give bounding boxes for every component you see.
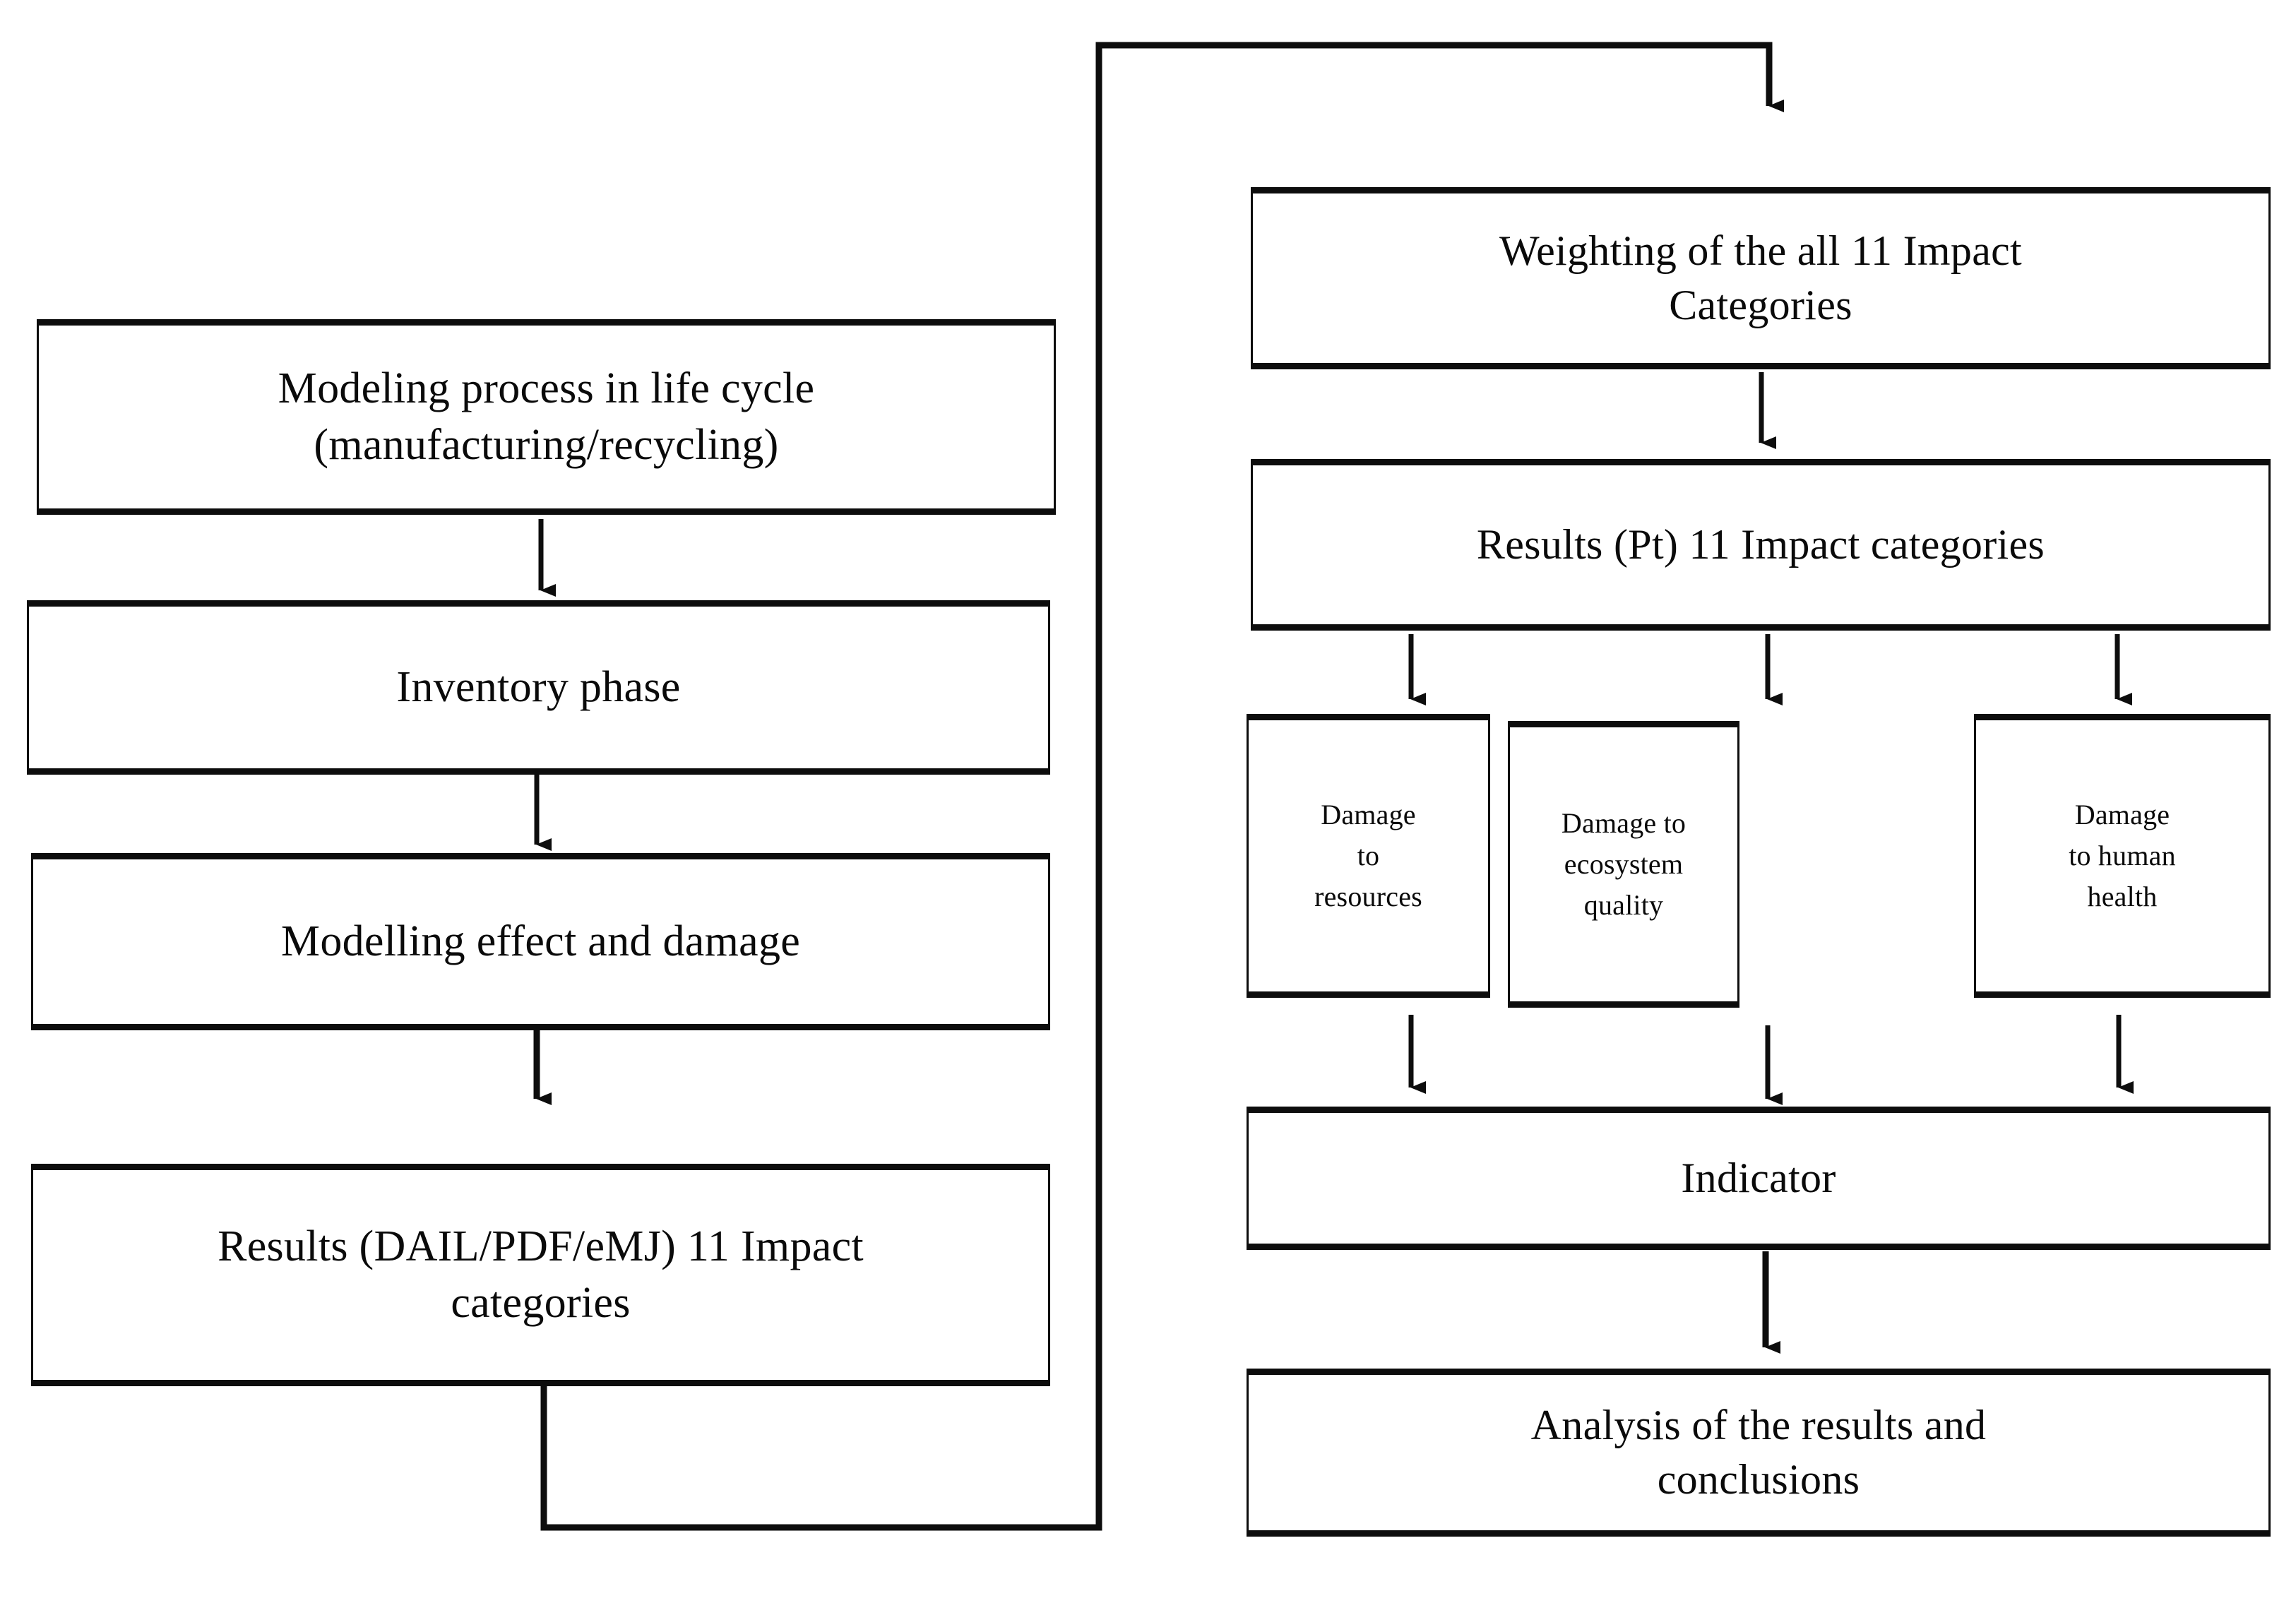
node-modelling-effect-label: Modelling effect and damage [280,917,801,965]
feedback-loop-results-to-weighting [540,42,1784,1531]
node-weighting[interactable]: Weighting of the all 11 Impact Categorie… [1251,187,2271,369]
node-damage-ecosystem-label: Damage to ecosystem quality [1561,807,1687,921]
node-damage-resources[interactable]: Damage to resources [1247,714,1490,998]
node-modeling-process[interactable]: Modeling process in life cycle (manufact… [37,319,1056,515]
node-results-dail-label: Results (DAIL/PDF/eMJ) 11 Impact categor… [218,1222,864,1327]
node-analysis[interactable]: Analysis of the results and conclusions [1247,1369,2271,1537]
node-inventory-phase[interactable]: Inventory phase [27,600,1050,775]
node-modeling-process-label: Modeling process in life cycle (manufact… [278,364,815,469]
node-analysis-label: Analysis of the results and conclusions [1530,1402,1987,1503]
node-damage-resources-label: Damage to resources [1314,799,1422,912]
node-inventory-phase-label: Inventory phase [396,662,681,711]
node-modelling-effect[interactable]: Modelling effect and damage [31,853,1050,1030]
node-indicator[interactable]: Indicator [1247,1107,2271,1250]
node-results-pt[interactable]: Results (Pt) 11 Impact categories [1251,459,2271,631]
node-damage-health-label: Damage to human health [2069,799,2176,912]
node-damage-health[interactable]: Damage to human health [1974,714,2271,998]
node-damage-ecosystem[interactable]: Damage to ecosystem quality [1508,721,1739,1008]
node-results-dail[interactable]: Results (DAIL/PDF/eMJ) 11 Impact categor… [31,1164,1050,1386]
node-weighting-label: Weighting of the all 11 Impact Categorie… [1499,227,2023,328]
node-results-pt-label: Results (Pt) 11 Impact categories [1476,521,2045,568]
node-indicator-label: Indicator [1681,1155,1836,1202]
